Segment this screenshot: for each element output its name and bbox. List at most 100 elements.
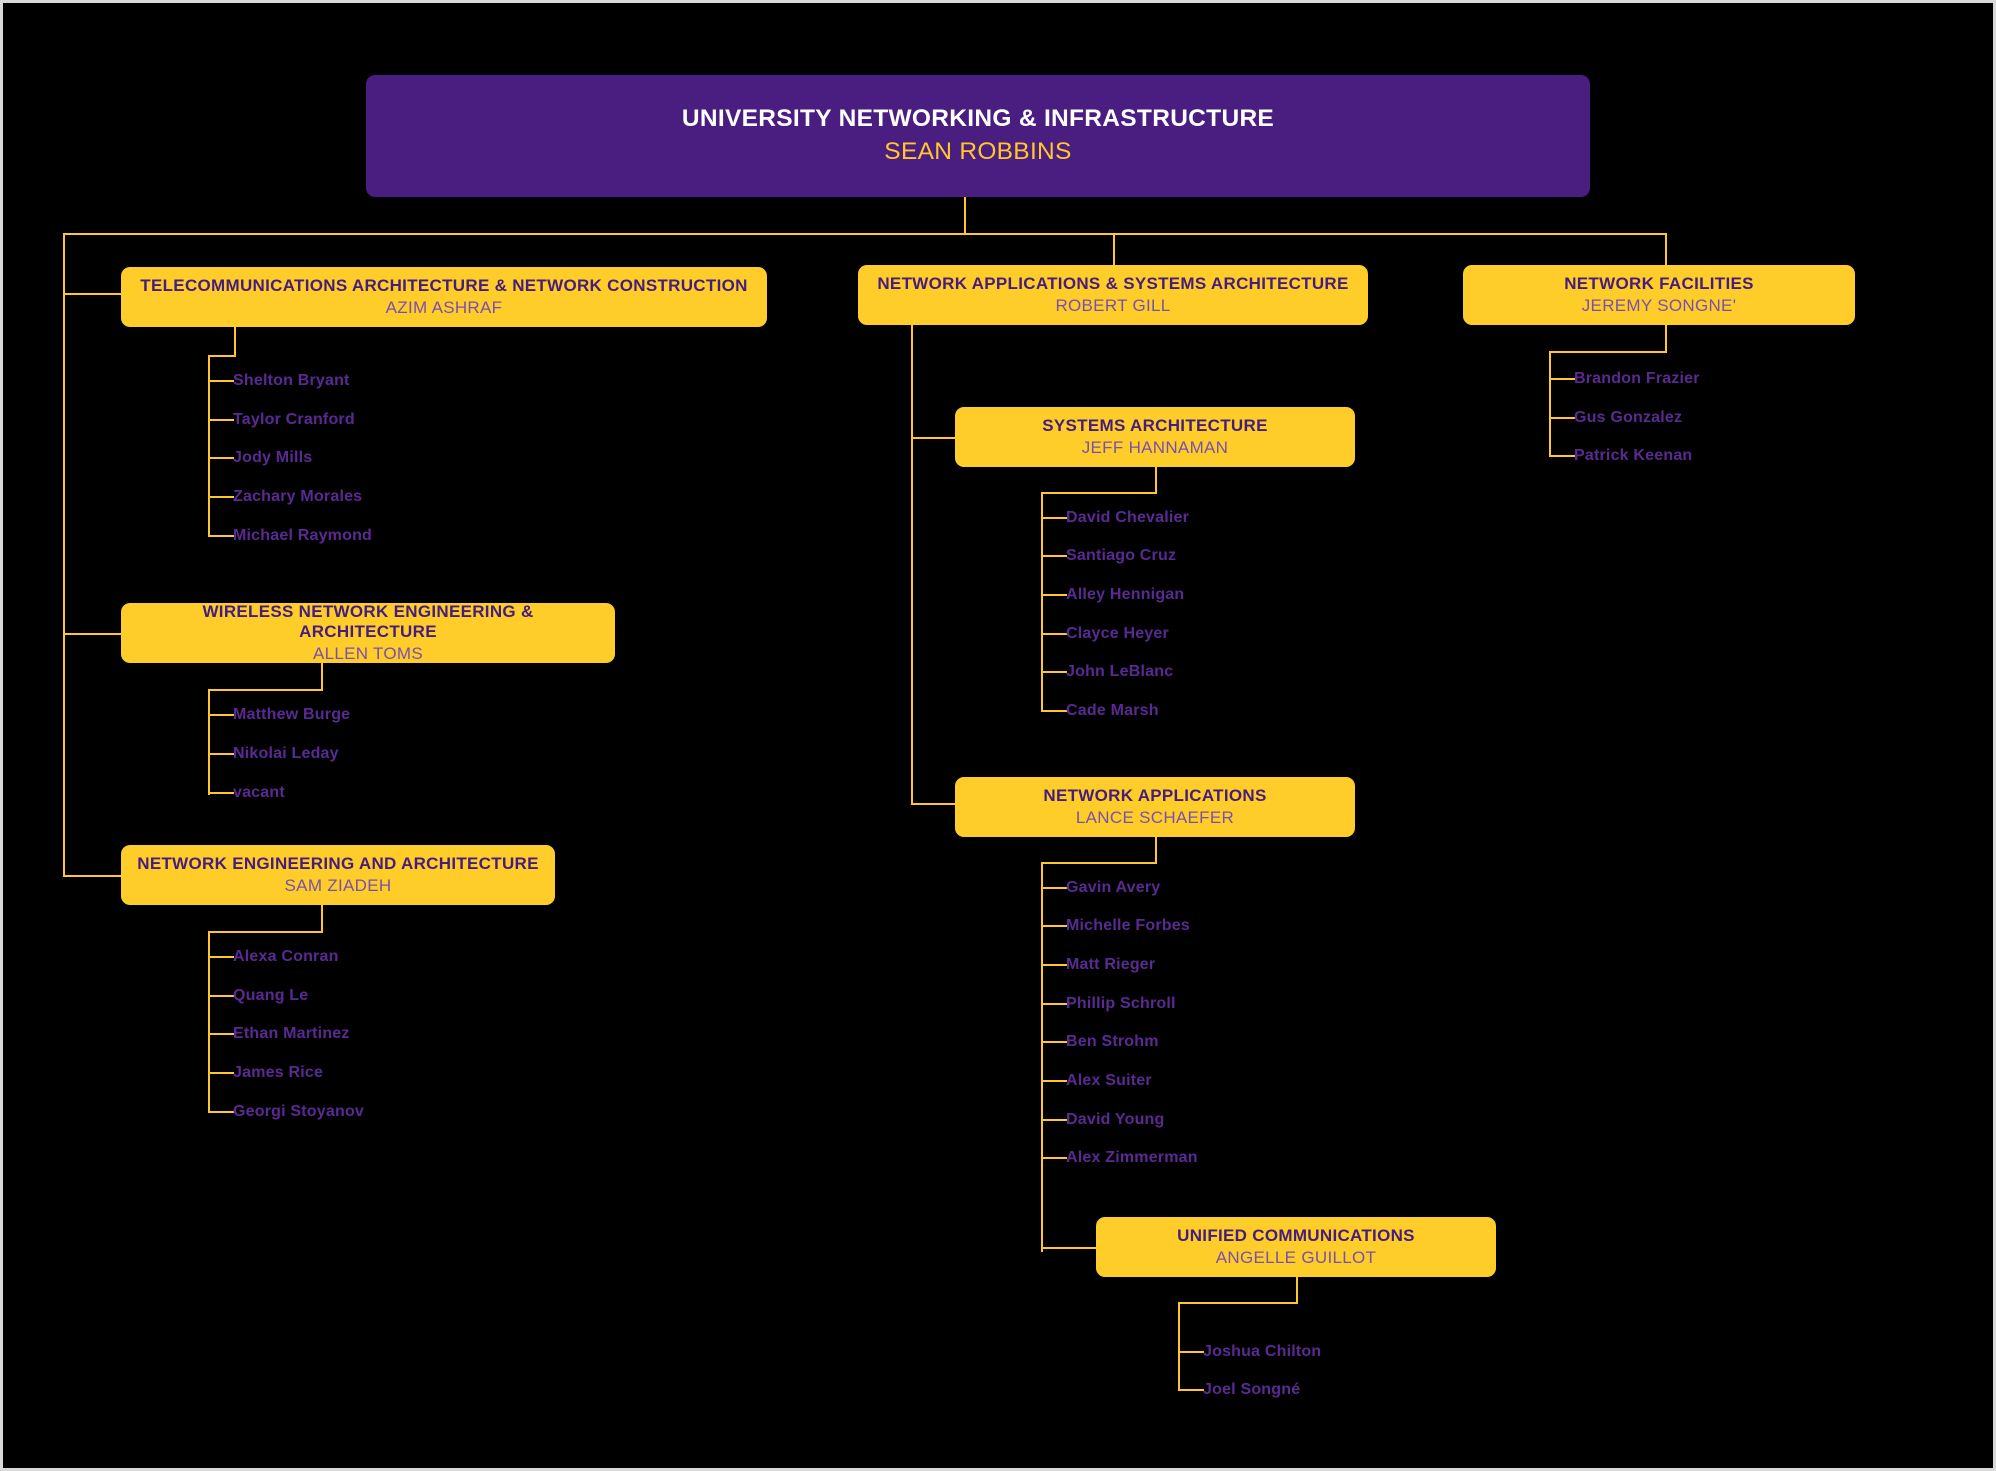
connector-left-to-netengr	[63, 875, 121, 877]
node-network-facilities-person: JEREMY SONGNE'	[1581, 295, 1737, 315]
connector-wireless-drop	[321, 663, 323, 689]
node-network-apps-systems-person: ROBERT GILL	[1055, 295, 1171, 315]
connector-sysarch-staff-spine	[1041, 492, 1043, 710]
node-wireless-title: WIRELESS NETWORK ENGINEERING & ARCHITECT…	[202, 601, 534, 641]
staff-item[interactable]: Cade Marsh	[1066, 702, 1159, 719]
connector-root-bus	[63, 233, 1665, 235]
connector-netengr-staff-1	[208, 995, 234, 997]
connector-wireless-staff-2	[208, 792, 234, 794]
staff-item[interactable]: Jody Mills	[233, 449, 313, 466]
staff-item[interactable]: Alley Hennigan	[1066, 586, 1185, 603]
node-network-apps-systems-architecture[interactable]: NETWORK APPLICATIONS & SYSTEMS ARCHITECT…	[858, 265, 1368, 325]
staff-item[interactable]: Gavin Avery	[1066, 879, 1161, 896]
connector-netapps-to-unifiedcomm	[1041, 1247, 1097, 1249]
staff-item[interactable]: Shelton Bryant	[233, 372, 350, 389]
connector-wireless-staff-1	[208, 753, 234, 755]
connector-telecom-drop	[234, 327, 236, 355]
staff-item[interactable]: Michelle Forbes	[1066, 917, 1190, 934]
node-network-engineering-architecture[interactable]: NETWORK ENGINEERING AND ARCHITECTURE SAM…	[121, 845, 555, 905]
connector-unifiedcomm-drop	[1296, 1277, 1298, 1302]
node-unified-communications[interactable]: UNIFIED COMMUNICATIONS ANGELLE GUILLOT	[1096, 1217, 1496, 1277]
node-network-facilities[interactable]: NETWORK FACILITIES JEREMY SONGNE'	[1463, 265, 1855, 325]
staff-item[interactable]: Nikolai Leday	[233, 745, 339, 762]
staff-item[interactable]: vacant	[233, 784, 285, 801]
staff-item[interactable]: Ethan Martinez	[233, 1025, 350, 1042]
connector-netapps-staff-7	[1041, 1157, 1067, 1159]
connector-telecom-elbow	[208, 355, 236, 357]
node-unified-communications-person: ANGELLE GUILLOT	[1215, 1247, 1377, 1267]
connector-left-spine	[63, 293, 65, 875]
connector-netapps-staff-spine	[1041, 862, 1043, 1252]
staff-item[interactable]: David Chevalier	[1066, 509, 1190, 526]
staff-item[interactable]: Taylor Cranford	[233, 411, 355, 428]
staff-item[interactable]: Georgi Stoyanov	[233, 1103, 365, 1120]
connector-telecom-staff-0	[208, 380, 234, 382]
node-network-facilities-title: NETWORK FACILITIES	[1564, 273, 1754, 293]
staff-item[interactable]: Phillip Schroll	[1066, 995, 1176, 1012]
connector-netapps-staff-5	[1041, 1080, 1067, 1082]
staff-item[interactable]: Gus Gonzalez	[1574, 409, 1683, 426]
connector-netapps-drop	[1155, 837, 1157, 862]
connector-netengr-drop	[321, 905, 323, 931]
node-wireless-network-engineering[interactable]: WIRELESS NETWORK ENGINEERING & ARCHITECT…	[121, 601, 615, 663]
connector-center-to-netapps	[911, 803, 955, 805]
staff-item[interactable]: Matthew Burge	[233, 706, 351, 723]
staff-item[interactable]: Joel Songné	[1203, 1381, 1301, 1398]
node-systems-architecture[interactable]: SYSTEMS ARCHITECTURE JEFF HANNAMAN	[955, 407, 1355, 467]
connector-telecom-staff-4	[208, 535, 234, 537]
staff-item[interactable]: Alexa Conran	[233, 948, 339, 965]
node-network-engineering-person: SAM ZIADEH	[284, 875, 392, 895]
staff-item[interactable]: Clayce Heyer	[1066, 625, 1169, 642]
connector-sysarch-staff-4	[1041, 671, 1067, 673]
connector-unifiedcomm-staff-1	[1178, 1389, 1204, 1391]
staff-item[interactable]: Ben Strohm	[1066, 1033, 1159, 1050]
node-network-applications[interactable]: NETWORK APPLICATIONS LANCE SCHAEFER	[955, 777, 1355, 837]
connector-telecom-staff-spine	[208, 355, 210, 535]
staff-item[interactable]: Joshua Chilton	[1203, 1343, 1322, 1360]
staff-item[interactable]: Matt Rieger	[1066, 956, 1156, 973]
node-root[interactable]: UNIVERSITY NETWORKING & INFRASTRUCTURE S…	[366, 75, 1590, 197]
connector-netapps-staff-4	[1041, 1041, 1067, 1043]
staff-item[interactable]: David Young	[1066, 1111, 1165, 1128]
connector-sysarch-drop	[1155, 467, 1157, 492]
connector-netfac-staff-1	[1549, 417, 1575, 419]
staff-item[interactable]: Michael Raymond	[233, 527, 373, 544]
connector-netapps-staff-2	[1041, 964, 1067, 966]
connector-sysarch-staff-0	[1041, 517, 1067, 519]
staff-item[interactable]: Alex Suiter	[1066, 1072, 1152, 1089]
staff-item[interactable]: James Rice	[233, 1064, 324, 1081]
connector-unifiedcomm-staff-spine	[1178, 1302, 1180, 1390]
connector-sysarch-elbow	[1041, 492, 1157, 494]
staff-item[interactable]: Zachary Morales	[233, 488, 363, 505]
connector-netfac-drop	[1665, 325, 1667, 351]
connector-telecom-staff-2	[208, 457, 234, 459]
connector-netengr-staff-0	[208, 956, 234, 958]
connector-netapps-staff-1	[1041, 925, 1067, 927]
connector-telecom-staff-1	[208, 419, 234, 421]
staff-item[interactable]: Patrick Keenan	[1574, 447, 1693, 464]
connector-wireless-staff-0	[208, 714, 234, 716]
connector-netfac-staff-2	[1549, 455, 1575, 457]
connector-center-to-sysarch	[911, 437, 955, 439]
connector-netapps-elbow	[1041, 862, 1157, 864]
connector-unifiedcomm-elbow	[1178, 1302, 1298, 1304]
connector-sysarch-staff-2	[1041, 594, 1067, 596]
node-telecommunications[interactable]: TELECOMMUNICATIONS ARCHITECTURE & NETWOR…	[121, 267, 767, 327]
connector-center-spine	[911, 383, 913, 803]
connector-netengr-elbow	[208, 931, 323, 933]
node-unified-communications-title: UNIFIED COMMUNICATIONS	[1177, 1225, 1415, 1245]
connector-root-to-left	[63, 233, 65, 293]
node-network-applications-person: LANCE SCHAEFER	[1075, 807, 1235, 827]
staff-item[interactable]: Alex Zimmerman	[1066, 1149, 1198, 1166]
node-systems-architecture-person: JEFF HANNAMAN	[1081, 437, 1229, 457]
connector-sysarch-staff-3	[1041, 633, 1067, 635]
staff-item[interactable]: Santiago Cruz	[1066, 547, 1177, 564]
node-telecommunications-person: AZIM ASHRAF	[385, 297, 503, 317]
staff-item[interactable]: John LeBlanc	[1066, 663, 1174, 680]
staff-item[interactable]: Brandon Frazier	[1574, 370, 1700, 387]
staff-item[interactable]: Quang Le	[233, 987, 309, 1004]
connector-left-to-telecom	[63, 293, 121, 295]
connector-netfac-staff-spine	[1549, 351, 1551, 456]
node-network-applications-title: NETWORK APPLICATIONS	[1043, 785, 1267, 805]
node-root-person: SEAN ROBBINS	[884, 138, 1072, 166]
